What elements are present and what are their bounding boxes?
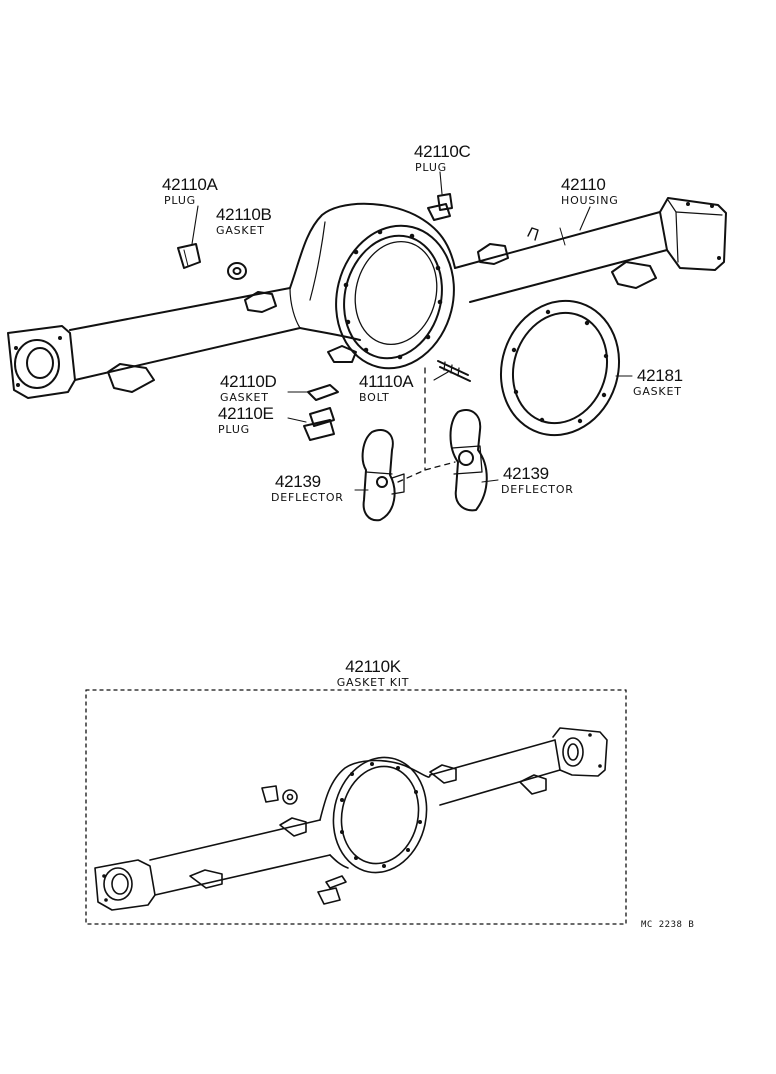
- part-number: 42139: [503, 464, 549, 483]
- part-label-42110c: 42110C PLUG: [414, 143, 471, 173]
- part-label-42181: 42181 GASKET: [633, 367, 683, 397]
- part-label-42139-left: 42139 DEFLECTOR: [271, 473, 344, 503]
- part-number: 42110K: [345, 657, 401, 676]
- part-name: HOUSING: [561, 194, 619, 207]
- part-label-42110b: 42110B GASKET: [216, 206, 272, 236]
- part-label-42110k: 42110K GASKET KIT: [326, 658, 420, 688]
- part-label-42110e: 42110E PLUG: [218, 405, 274, 435]
- part-number: 42110A: [162, 175, 218, 194]
- part-name: GASKET: [633, 385, 682, 398]
- part-label-41110a: 41110A BOLT: [359, 372, 414, 404]
- part-name: GASKET: [220, 391, 269, 404]
- plug-42110e: [303, 407, 335, 441]
- plug-42110c: [427, 193, 453, 221]
- part-name: PLUG: [218, 423, 250, 436]
- part-name: PLUG: [164, 194, 196, 207]
- part-name: DEFLECTOR: [271, 491, 344, 504]
- gasket-42110b: [227, 262, 247, 280]
- gasket-42110d: [307, 384, 339, 401]
- part-number: 42110B: [216, 205, 272, 224]
- part-name: GASKET KIT: [336, 676, 410, 689]
- plug-42110a: [177, 243, 201, 269]
- part-number: 41110A: [359, 372, 414, 391]
- bolt-41110a: [437, 360, 471, 382]
- deflector-right: [449, 409, 488, 512]
- part-label-42139-right: 42139 DEFLECTOR: [501, 465, 574, 495]
- part-label-42110d: 42110D GASKET: [220, 373, 277, 403]
- part-number: 42110D: [220, 372, 277, 391]
- kit-small-parts: [261, 785, 347, 905]
- part-name: PLUG: [415, 161, 447, 174]
- diagram-code: MC 2238 B: [641, 920, 695, 930]
- part-number: 42181: [637, 366, 683, 385]
- part-number: 42110E: [218, 404, 274, 423]
- part-name: GASKET: [216, 224, 265, 237]
- gasket-kit-boundary: [85, 689, 627, 925]
- part-name: BOLT: [359, 391, 390, 404]
- kit-axle-housing: [94, 727, 608, 911]
- part-label-42110a: 42110A PLUG: [162, 176, 218, 206]
- part-name: DEFLECTOR: [501, 483, 574, 496]
- part-label-42110: 42110 HOUSING: [561, 176, 619, 206]
- part-number: 42110C: [414, 142, 471, 161]
- part-number: 42110: [561, 175, 606, 194]
- axle-housing: [7, 197, 727, 399]
- deflector-left: [361, 429, 405, 522]
- part-number: 42139: [275, 472, 321, 491]
- gasket-42181: [499, 299, 621, 437]
